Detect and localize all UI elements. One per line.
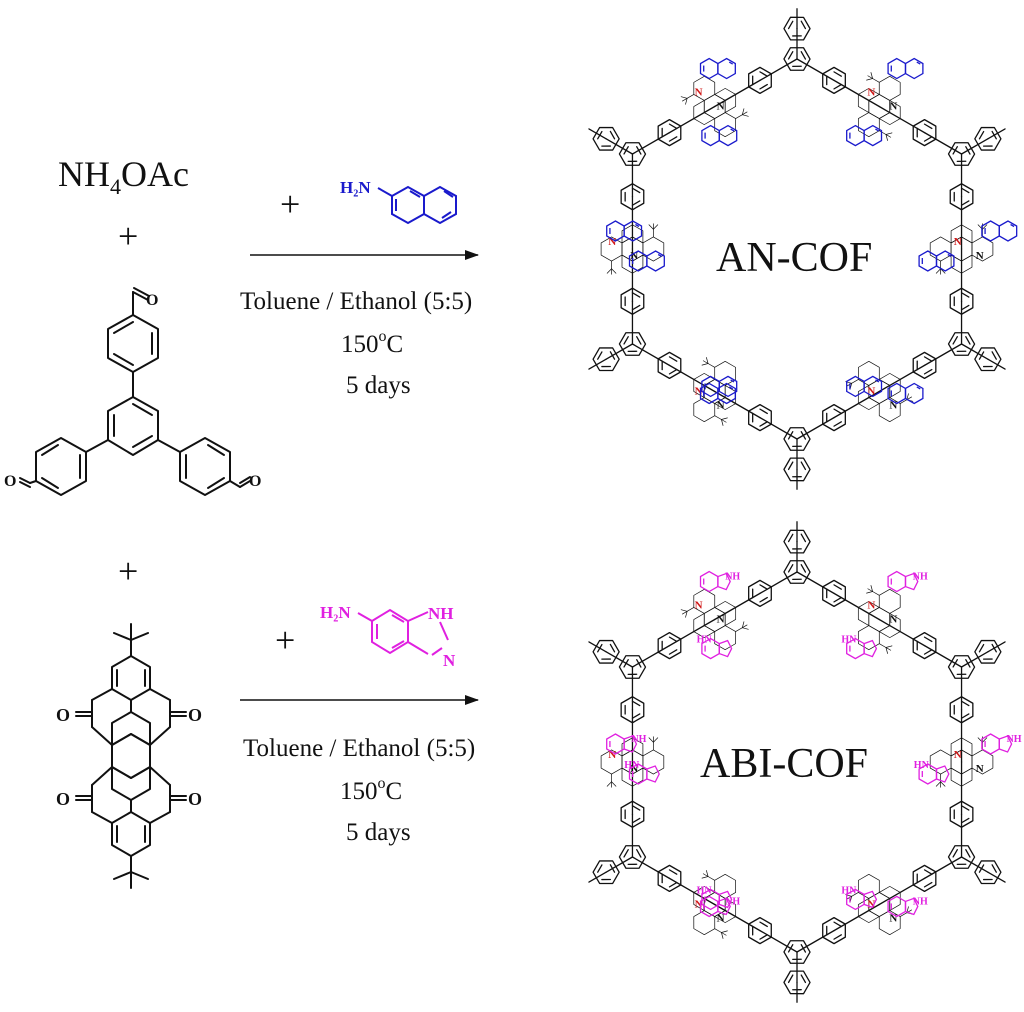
- naphthyl-substituent: [699, 57, 736, 80]
- an-cof-framework: N N N N N N N N N N N N: [588, 8, 1018, 490]
- imidazole-n-label: N: [889, 400, 897, 412]
- imidazole-n-label: N: [976, 250, 984, 262]
- imidazole-n-label: N: [695, 599, 703, 611]
- svg-text:O: O: [56, 789, 70, 809]
- imidazole-n-label: N: [717, 400, 725, 412]
- benzimidazole-nh-label: NH: [725, 896, 740, 907]
- tetraketone-structure: O O O O: [56, 623, 202, 889]
- benzimidazole-hn-label: HN: [841, 885, 857, 896]
- imidazole-n-label: N: [954, 236, 962, 248]
- imidazole-n-label: N: [867, 599, 875, 611]
- benzimidazole-nh-label: NH: [1007, 734, 1022, 745]
- imidazole-n-label: N: [889, 913, 897, 925]
- svg-text:H₂N: H₂N: [320, 603, 351, 622]
- naphthyl-substituent: [887, 57, 924, 80]
- naphthylamine-structure: H₂N: [340, 178, 457, 225]
- imidazole-n-label: N: [608, 749, 616, 761]
- solvent-condition-an: Toluene / Ethanol (5:5): [240, 288, 472, 315]
- imidazole-n-label: N: [695, 86, 703, 98]
- imidazole-n-label: N: [954, 749, 962, 761]
- abi-cof-label: ABI-COF: [700, 741, 868, 787]
- plus-sign-1: +: [118, 216, 138, 256]
- imidazole-n-label: N: [717, 613, 725, 625]
- benzimidazole-hn-label: HN: [697, 635, 713, 646]
- imidazole-n-label: N: [976, 763, 984, 775]
- plus-sign-abi: +: [275, 620, 295, 660]
- aminobenzimidazole-structure: H₂N NH N: [320, 603, 456, 670]
- naphthyl-substituent: [918, 250, 955, 272]
- imidazole-n-label: N: [717, 100, 725, 112]
- naphthyl-substituent: [701, 124, 738, 147]
- svg-text:O: O: [249, 473, 261, 490]
- svg-text:O: O: [188, 789, 202, 809]
- benzimidazole-nh-label: NH: [913, 896, 928, 907]
- temperature-condition-an: 150oC: [341, 328, 403, 358]
- trialdehyde-structure: O O O: [4, 287, 261, 496]
- imidazole-n-label: N: [867, 899, 875, 911]
- imidazole-n-label: N: [695, 386, 703, 398]
- imidazole-n-label: N: [889, 613, 897, 625]
- imidazole-n-label: N: [867, 386, 875, 398]
- benzimidazole-hn-label: HN: [624, 760, 640, 771]
- naphthyl-substituent: [981, 220, 1018, 242]
- imidazole-n-label: N: [717, 913, 725, 925]
- plus-sign-an: +: [280, 184, 300, 224]
- benzimidazole-nh-label: NH: [725, 572, 740, 583]
- svg-text:O: O: [56, 705, 70, 725]
- benzimidazole-hn-label: HN: [914, 760, 930, 771]
- imidazole-n-label: N: [867, 86, 875, 98]
- imidazole-n-label: N: [630, 763, 638, 775]
- naphthyl-substituent: [846, 124, 883, 147]
- time-condition-an: 5 days: [346, 372, 411, 399]
- benzimidazole-hn-label: HN: [697, 885, 713, 896]
- solvent-condition-abi: Toluene / Ethanol (5:5): [243, 735, 475, 762]
- benzimidazole-hn-label: HN: [841, 635, 857, 646]
- temperature-condition-abi: 150oC: [340, 775, 402, 805]
- imidazole-n-label: N: [608, 236, 616, 248]
- svg-text:O: O: [188, 705, 202, 725]
- svg-text:NH: NH: [428, 604, 454, 623]
- benzimidazole-nh-label: NH: [913, 572, 928, 583]
- imidazole-n-label: N: [695, 899, 703, 911]
- an-cof-label: AN-COF: [716, 235, 872, 281]
- svg-text:H₂N: H₂N: [340, 178, 371, 197]
- svg-text:N: N: [443, 651, 456, 670]
- svg-text:O: O: [146, 292, 158, 309]
- imidazole-n-label: N: [889, 100, 897, 112]
- plus-sign-2: +: [118, 551, 138, 591]
- svg-text:O: O: [4, 473, 16, 490]
- time-condition-abi: 5 days: [346, 819, 411, 846]
- imidazole-n-label: N: [630, 250, 638, 262]
- ammonium-acetate-label: NH4OAc: [58, 154, 189, 199]
- benzimidazole-nh-label: NH: [631, 734, 646, 745]
